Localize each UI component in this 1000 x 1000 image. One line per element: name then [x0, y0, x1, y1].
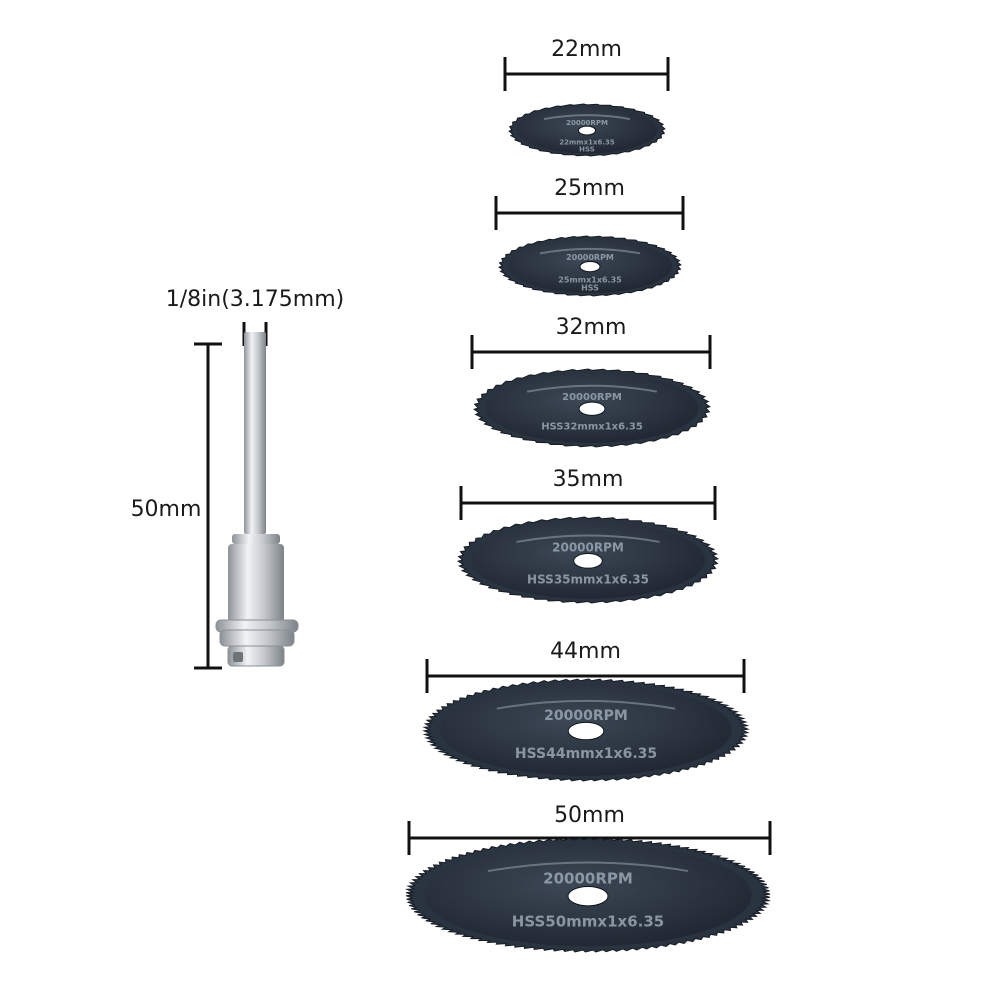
- blade-dimension-line: [494, 196, 685, 230]
- rotation-arrow-icon: [539, 247, 641, 255]
- blade-rpm-text: 20000RPM: [552, 540, 624, 554]
- blade-spec-text: HSS35mmx1x6.35: [527, 573, 649, 587]
- blade-dimension-line: [459, 486, 717, 520]
- blade-size-label: 50mm: [554, 803, 625, 828]
- blade-rpm-text: 20000RPM: [543, 870, 633, 888]
- arbor-hole: [567, 721, 605, 741]
- arbor-hole: [573, 553, 603, 569]
- rotation-arrow-icon: [487, 861, 689, 873]
- blade-rpm-text: 20000RPM: [562, 392, 622, 403]
- blade-size-label: 22mm: [551, 37, 622, 62]
- rotation-arrow-icon: [496, 699, 676, 710]
- mandrel-group: 1/8in(3.175mm) 50mm: [131, 287, 344, 670]
- blade-dimension-line: [425, 659, 746, 693]
- blade-size-label: 25mm: [554, 176, 625, 201]
- blade-material-text: HSS: [581, 284, 599, 293]
- rotation-arrow-icon: [526, 384, 658, 393]
- arbor-hole: [577, 125, 597, 136]
- blade-spec-text: HSS32mmx1x6.35: [541, 421, 643, 432]
- blade-size-label: 44mm: [550, 639, 621, 664]
- blade-spec-text: HSS44mmx1x6.35: [515, 746, 657, 762]
- blade-6: 50mm 20000RPM HSS50mmx1x6.35: [404, 803, 772, 953]
- blade-material-text: HSS: [579, 145, 595, 153]
- blade-dimension-line: [470, 335, 712, 369]
- blade-dimension-line: [503, 57, 670, 91]
- blade-rpm-text: 20000RPM: [566, 119, 608, 127]
- blade-size-label: 35mm: [553, 467, 624, 492]
- arbor-hole: [567, 885, 609, 907]
- arbor-hole: [579, 261, 601, 273]
- blade-5: 44mm 20000RPM HSS44mmx1x6.35: [422, 639, 750, 782]
- blade-spec-text: HSS50mmx1x6.35: [512, 912, 664, 930]
- blade-3: 32mm 20000RPM HSS32mmx1x6.35: [470, 315, 712, 448]
- blade-rpm-text: 20000RPM: [566, 253, 614, 262]
- mandrel-diameter-label: 1/8in(3.175mm): [166, 287, 344, 312]
- blade-spec-text: 25mmx1x6.35: [558, 276, 622, 285]
- blade-spec-text: 22mmx1x6.35: [559, 138, 615, 146]
- blades-group: 22mm20000RPM22mmx1x6.35HSS25mm20000RPM25…: [404, 37, 772, 953]
- blade-size-label: 32mm: [556, 315, 627, 340]
- rotation-arrow-icon: [516, 534, 660, 543]
- arbor-hole: [578, 401, 606, 416]
- mandrel-shaft: [215, 332, 299, 667]
- mandrel-length-dimension: [194, 342, 222, 670]
- blade-4: 35mm 20000RPM HSS35mmx1x6.35: [456, 467, 720, 604]
- mandrel-length-label: 50mm: [131, 497, 202, 522]
- rotation-arrow-icon: [543, 114, 631, 121]
- blade-rpm-text: 20000RPM: [544, 708, 628, 724]
